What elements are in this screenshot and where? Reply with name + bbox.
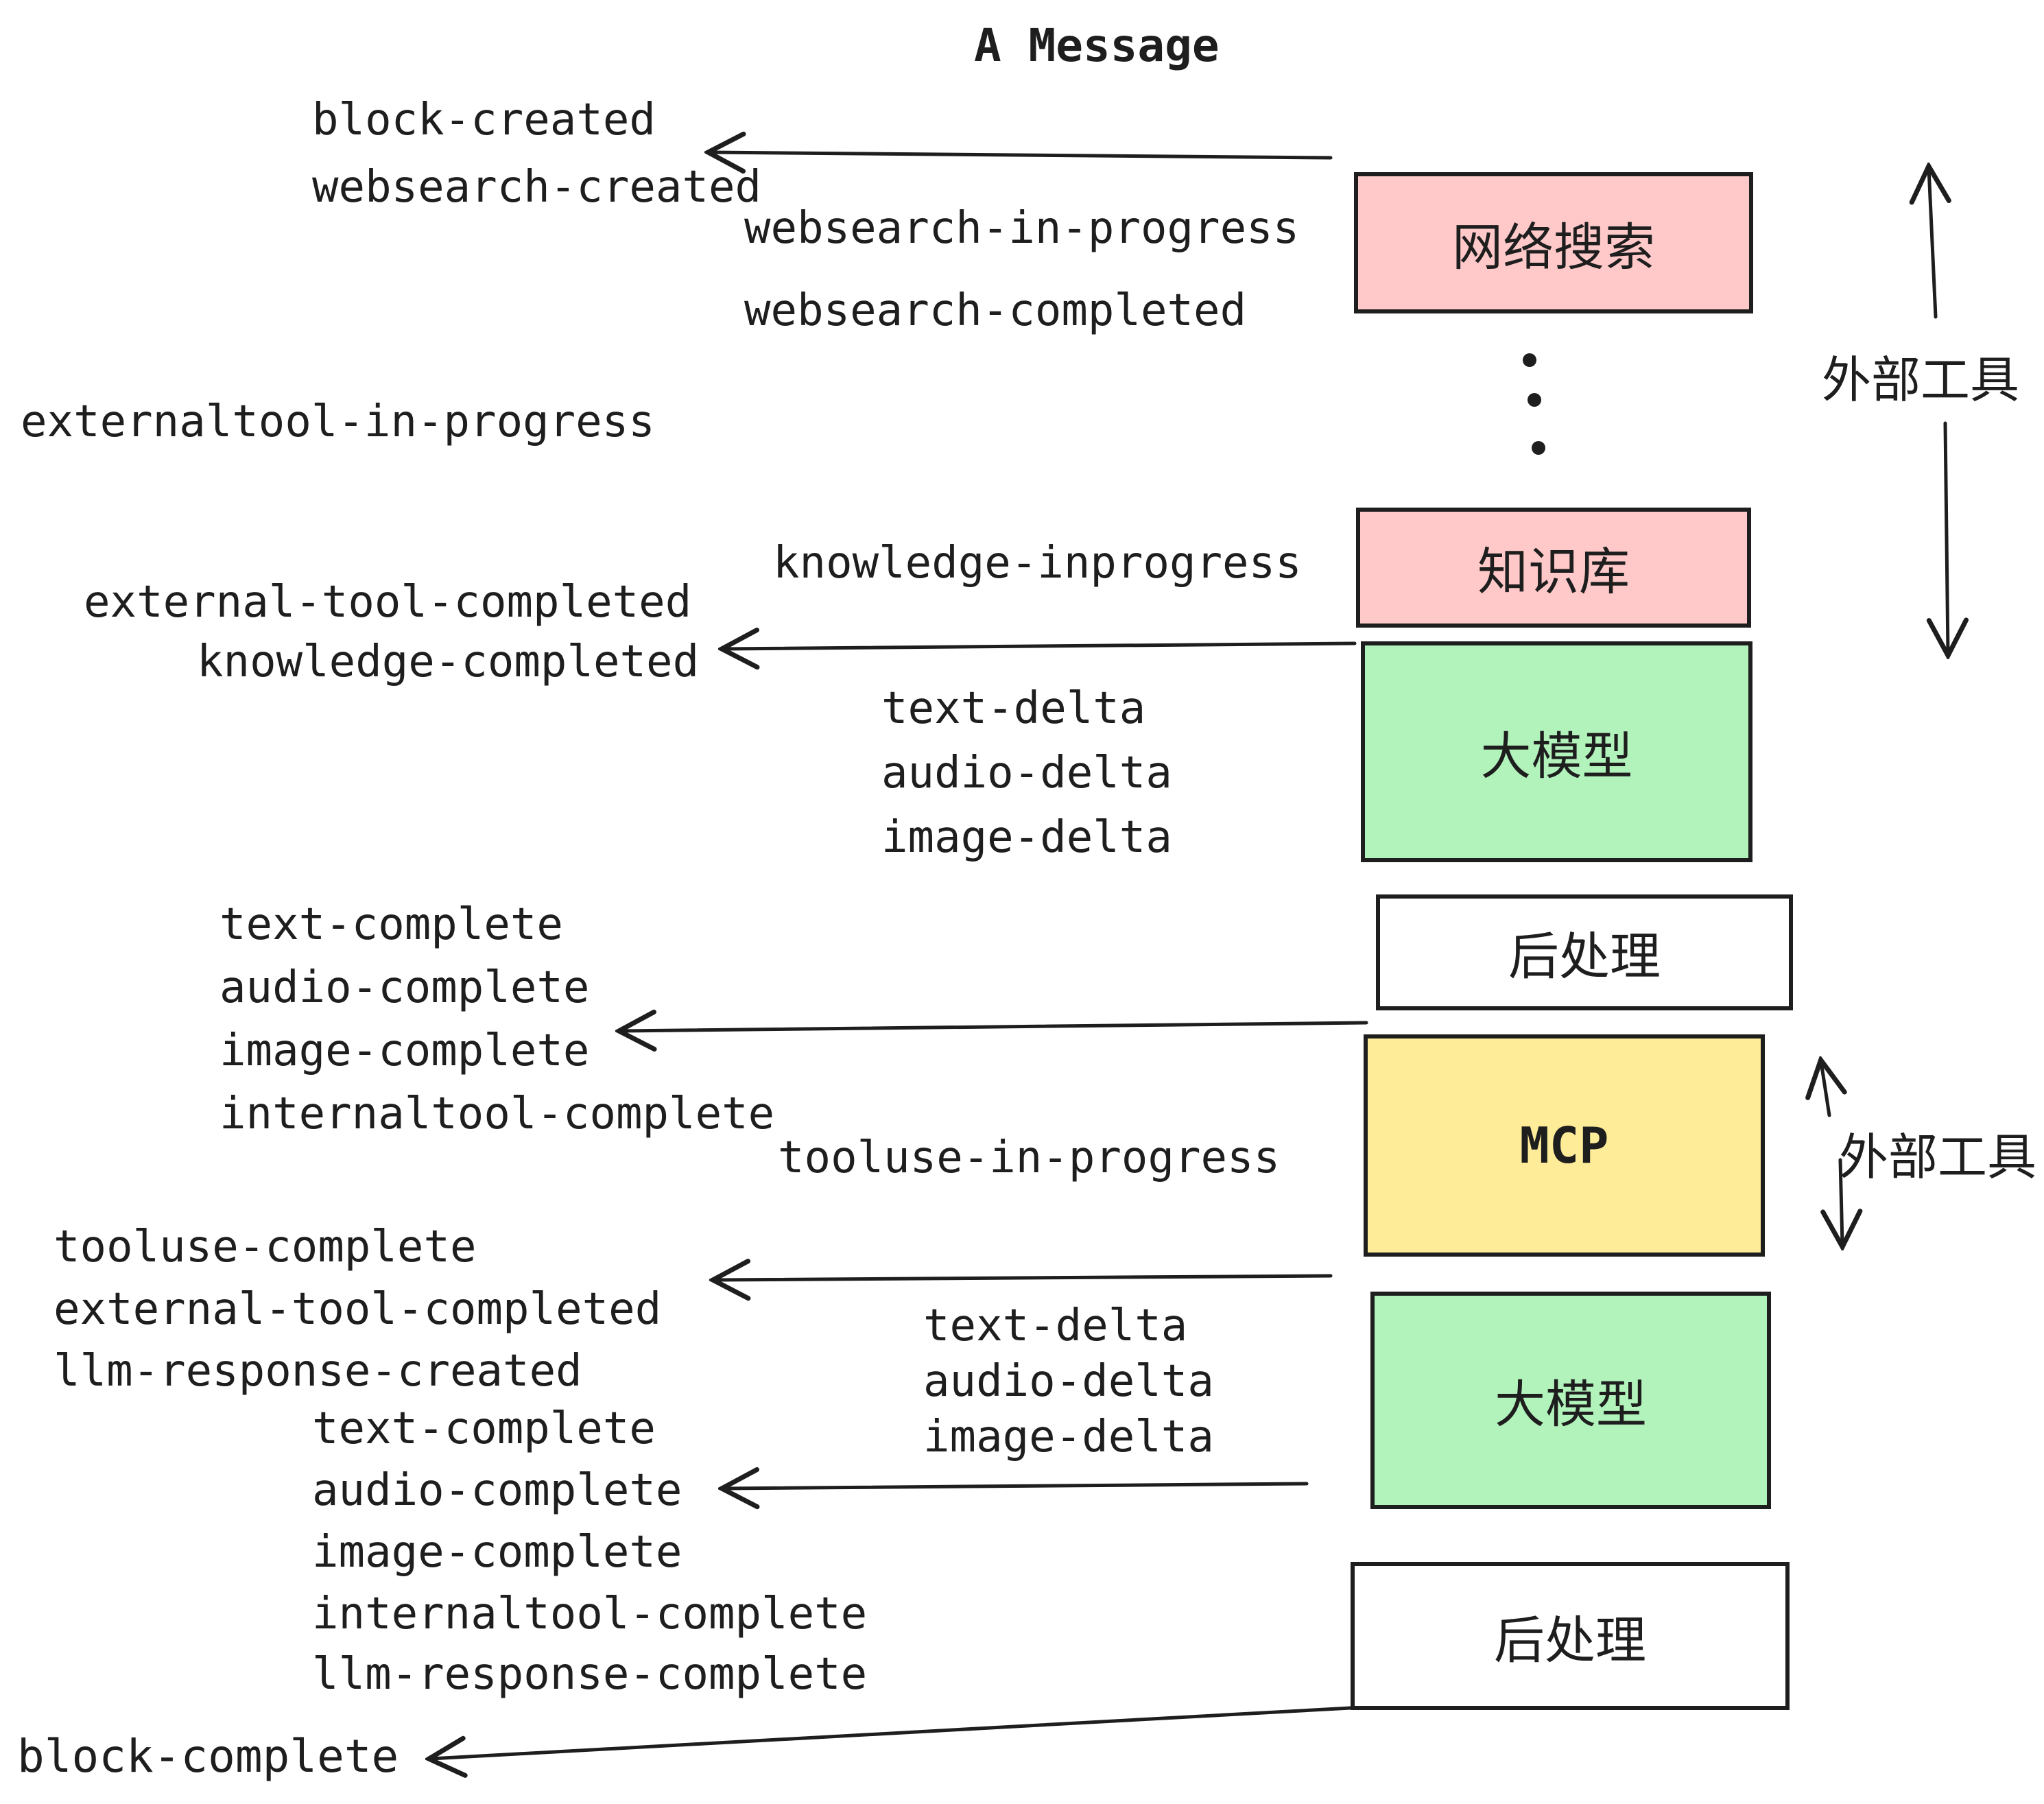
label-block-complete: block-complete [17, 1730, 399, 1783]
node-websearch-label: 网络搜索 [1452, 218, 1655, 276]
arrow-audio-complete-2 [724, 1484, 1309, 1488]
node-postprocess-2: 后处理 [1351, 1562, 1790, 1710]
label-externaltool-in-progress: externaltool-in-progress [21, 396, 655, 447]
label-websearch-in-progress: websearch-in-progress [744, 203, 1300, 254]
arrow-internal-complete-1 [621, 1023, 1368, 1031]
diagram-title: A Message [974, 19, 1220, 72]
label-image-delta-2: image-delta [923, 1412, 1214, 1462]
label-knowledge-completed: knowledge-completed [197, 637, 700, 687]
node-llm-2-label: 大模型 [1495, 1376, 1647, 1433]
label-audio-delta-2: audio-delta [923, 1356, 1214, 1407]
node-websearch: 网络搜索 [1354, 172, 1753, 313]
node-postprocess-1-label: 后处理 [1508, 928, 1661, 985]
arrow-websearch-created [710, 152, 1333, 158]
node-postprocess-2-label: 后处理 [1494, 1611, 1646, 1669]
node-knowledge: 知识库 [1356, 508, 1751, 628]
ellipsis-dots [1523, 353, 1545, 455]
label-external-tool-completed-1: external-tool-completed [84, 577, 692, 628]
label-external-tool-completed-2: external-tool-completed [54, 1284, 662, 1335]
label-audio-delta-1: audio-delta [881, 748, 1172, 798]
node-knowledge-label: 知识库 [1477, 543, 1630, 600]
node-llm-2: 大模型 [1370, 1292, 1771, 1509]
label-audio-complete-1: audio-complete [219, 962, 590, 1013]
node-mcp: MCP [1364, 1034, 1765, 1257]
label-text-complete-1: text-complete [219, 899, 563, 950]
label-image-complete-1: image-complete [219, 1025, 590, 1076]
label-websearch-completed: websearch-completed [744, 285, 1247, 336]
annotation-external-tools-bottom: 外部工具 [1839, 1130, 2037, 1185]
label-tooluse-in-progress: tooluse-in-progress [778, 1132, 1281, 1183]
label-llm-response-created: llm-response-created [54, 1346, 582, 1397]
label-websearch-created: websearch-created [312, 162, 762, 213]
node-mcp-label: MCP [1519, 1117, 1609, 1174]
arrow-external-tools-up-1 [1929, 168, 1936, 319]
label-llm-response-complete: llm-response-complete [312, 1649, 868, 1700]
label-audio-complete-2: audio-complete [312, 1465, 682, 1516]
arrow-external-tools-down-2 [1840, 1158, 1842, 1245]
label-block-created: block-created [312, 95, 656, 145]
node-llm-1: 大模型 [1361, 641, 1752, 862]
label-text-delta-1: text-delta [881, 683, 1146, 734]
label-image-complete-2: image-complete [312, 1527, 682, 1578]
annotation-external-tools-top: 外部工具 [1822, 353, 2020, 408]
arrow-block-complete [431, 1706, 1353, 1759]
label-tooluse-complete: tooluse-complete [54, 1222, 477, 1272]
node-llm-1-label: 大模型 [1480, 727, 1633, 785]
arrow-knowledge-completed [724, 643, 1357, 649]
label-internaltool-complete-1: internaltool-complete [219, 1089, 775, 1139]
label-knowledge-inprogress: knowledge-inprogress [773, 538, 1302, 589]
label-text-complete-2: text-complete [312, 1403, 656, 1454]
arrow-external-tools-up-2 [1821, 1062, 1829, 1117]
arrow-external-tools-down-1 [1945, 421, 1948, 654]
label-internaltool-complete-2: internaltool-complete [312, 1589, 868, 1639]
label-text-delta-2: text-delta [923, 1301, 1188, 1351]
arrow-tooluse-complete [715, 1276, 1333, 1280]
label-image-delta-1: image-delta [881, 812, 1172, 863]
node-postprocess-1: 后处理 [1376, 894, 1793, 1010]
